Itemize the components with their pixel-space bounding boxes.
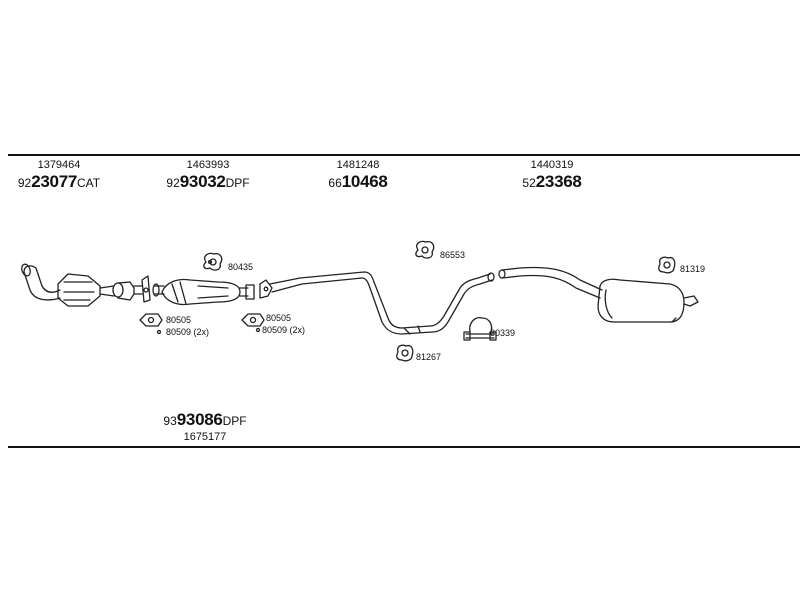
rubber-mount-81267 — [396, 344, 414, 362]
flange-joint-1 — [141, 275, 165, 303]
part-number: 1463993 — [186, 159, 230, 171]
part-code: 9223077CAT — [17, 172, 101, 191]
callout-80505-left: 80505 — [166, 315, 192, 325]
part-group-bottom-dpf: 9393086DPF 1675177 — [150, 410, 260, 444]
callout-81319: 81319 — [680, 264, 706, 274]
callout-80435: 80435 — [228, 262, 254, 272]
part-number: 1481248 — [336, 159, 380, 171]
part-code: 9393086DPF — [163, 410, 247, 429]
dpf-unit — [161, 278, 255, 306]
rear-silencer — [597, 278, 699, 323]
front-downpipe — [21, 263, 61, 301]
part-number: 1440319 — [530, 159, 574, 171]
part-group-catalyst: 1379464 9223077CAT — [14, 159, 104, 193]
middle-pipe — [269, 271, 495, 335]
part-code: 9293032DPF — [166, 172, 250, 191]
top-divider-line — [8, 154, 800, 156]
part-group-rear-silencer: 1440319 5223368 — [512, 159, 592, 193]
part-number: 1675177 — [183, 431, 227, 443]
part-code: 6610468 — [328, 172, 388, 191]
part-group-middle-pipe: 1481248 6610468 — [318, 159, 398, 193]
catalytic-converter — [57, 273, 143, 307]
callout-80505-right: 80505 — [266, 313, 292, 323]
rubber-mount-86553 — [415, 240, 435, 259]
flange-joint-2 — [259, 279, 273, 299]
callout-80509-right: 80509 (2x) — [262, 325, 306, 335]
part-group-dpf: 1463993 9293032DPF — [158, 159, 258, 193]
rubber-mount-81319 — [658, 256, 676, 274]
gasket-80505-left — [139, 313, 163, 327]
bolt-marker-right — [255, 327, 261, 333]
gasket-80505-right — [241, 313, 265, 327]
rear-pipe — [498, 266, 603, 299]
bolt-marker-left — [156, 329, 162, 335]
bottom-divider-line — [8, 446, 800, 448]
callout-86553: 86553 — [440, 250, 466, 260]
part-number: 1379464 — [37, 159, 81, 171]
callout-81267: 81267 — [416, 352, 442, 362]
part-code: 5223368 — [522, 172, 582, 191]
rubber-mount-80435 — [203, 252, 223, 271]
callout-80509-left: 80509 (2x) — [166, 327, 210, 337]
callout-80339: 80339 — [490, 328, 516, 338]
pipe-clamp-80339 — [463, 316, 497, 341]
